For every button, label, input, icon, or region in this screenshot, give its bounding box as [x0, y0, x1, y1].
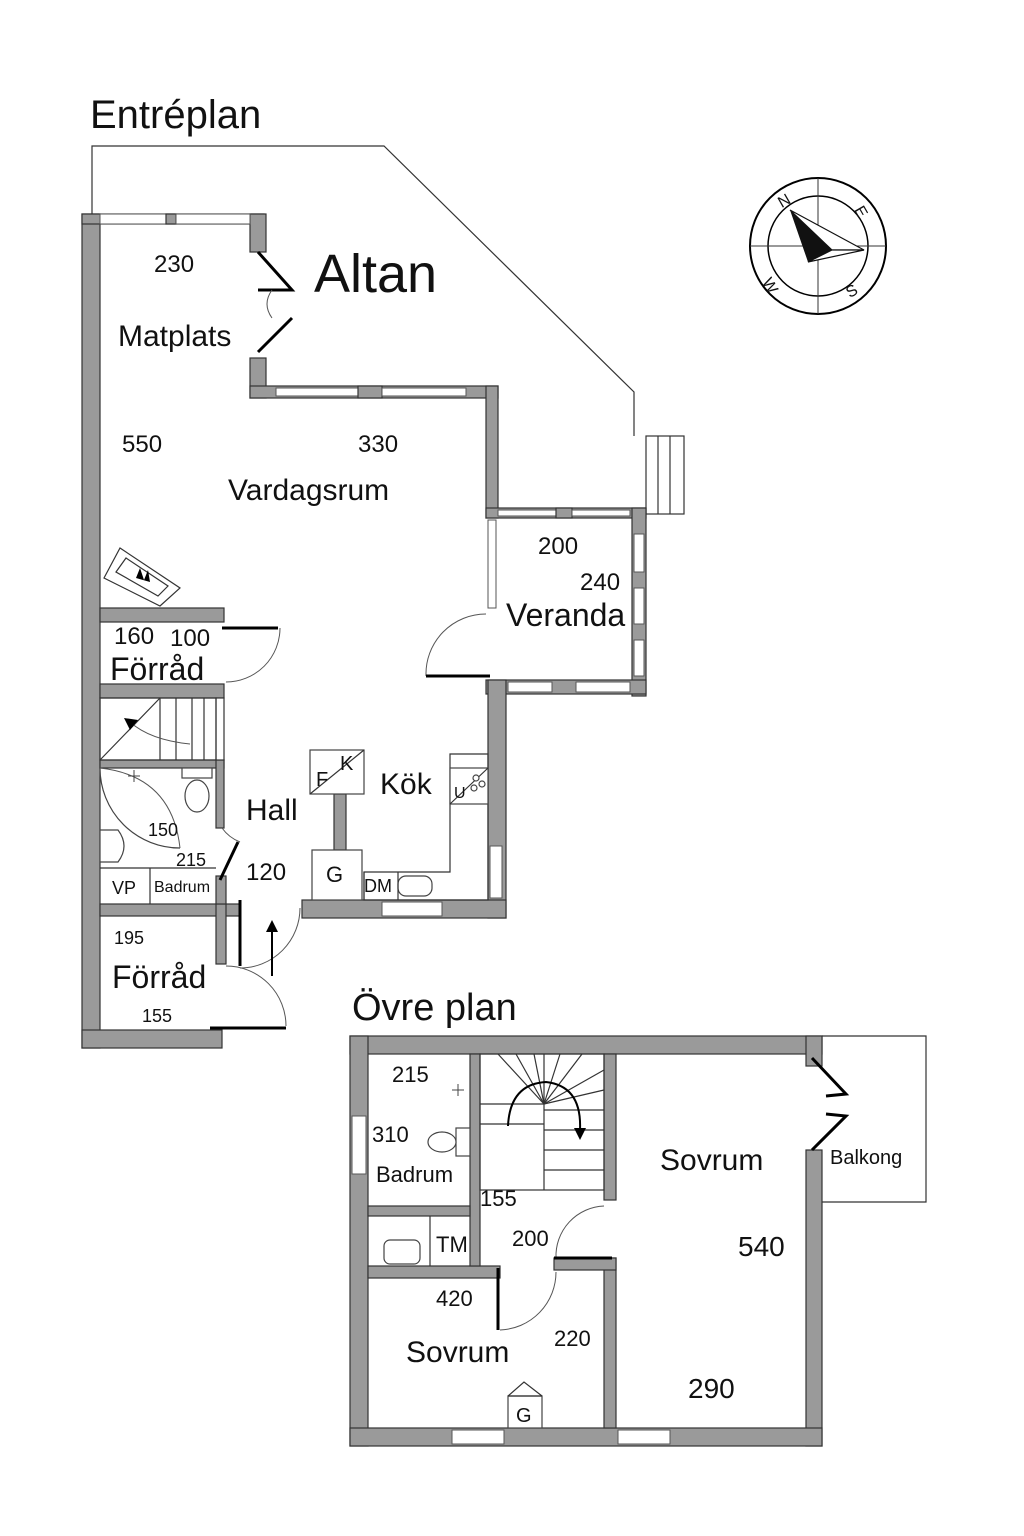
- kitchen-fixtures: [309, 749, 489, 901]
- fireplace-icon: [103, 547, 181, 607]
- dim-dining-width: 230: [154, 251, 194, 278]
- room-bedroom-large: Sovrum: [660, 1144, 763, 1177]
- fixture-dishwasher: DM: [364, 876, 392, 896]
- compass-rose: [749, 177, 887, 315]
- room-bathroom-upper: Badrum: [376, 1162, 453, 1187]
- room-veranda: Veranda: [506, 597, 625, 633]
- room-bathroom-ground: Badrum: [154, 879, 210, 896]
- dim-upper-bath-width: 215: [392, 1062, 429, 1087]
- room-balcony: Balkong: [830, 1147, 902, 1169]
- dim-living-width: 330: [358, 431, 398, 458]
- room-living: Vardagsrum: [228, 474, 389, 507]
- fixture-wardrobe-upper: G: [516, 1405, 532, 1427]
- deck-outline: [91, 145, 635, 436]
- room-storage-top: Förråd: [110, 651, 204, 687]
- dim-storage-bottom-width: 155: [142, 1006, 172, 1026]
- dim-upper-hall-width: 155: [480, 1186, 517, 1211]
- dim-veranda-width: 200: [538, 533, 578, 560]
- labels: Entréplan Övre plan Altan Matplats Varda…: [90, 93, 902, 1427]
- fixture-water-heater: VP: [112, 878, 136, 898]
- compass-south: S: [843, 282, 861, 302]
- dim-bath-depth: 215: [176, 850, 206, 870]
- ground-stairs: [99, 697, 217, 761]
- dim-storage-top-width: 100: [170, 625, 210, 652]
- dim-bath-width: 150: [148, 820, 178, 840]
- fixture-oven: U: [454, 785, 466, 802]
- fixture-wardrobe-ground: G: [326, 862, 343, 887]
- ground-interior-walls: [99, 607, 347, 965]
- compass-west: W: [758, 275, 781, 297]
- upper-stairs: [479, 1053, 605, 1191]
- upper-floor-heading: Övre plan: [352, 987, 517, 1029]
- dim-upper-hall-depth: 200: [512, 1226, 549, 1251]
- dim-bedroom-small-depth: 220: [554, 1326, 591, 1351]
- room-dining: Matplats: [118, 320, 231, 353]
- balcony-door: [810, 1056, 850, 1152]
- dim-veranda-depth: 240: [580, 569, 620, 596]
- deck-stairs: [645, 435, 685, 515]
- dim-bedroom-small-width: 420: [436, 1286, 473, 1311]
- fixture-dryer: TM: [436, 1232, 468, 1257]
- patio-door: [256, 250, 296, 354]
- room-storage-bottom: Förråd: [112, 959, 206, 995]
- ground-floor-heading: Entréplan: [90, 93, 261, 137]
- dim-storage-top-depth: 160: [114, 623, 154, 650]
- dim-hall-width: 120: [246, 859, 286, 886]
- upper-floor-plan: [349, 1035, 927, 1447]
- fixture-freezer: K: [340, 753, 354, 775]
- room-kitchen: Kök: [380, 768, 433, 801]
- ground-floor-plan: [81, 145, 685, 1049]
- dim-bedroom-large-width: 290: [688, 1373, 735, 1404]
- bath-fixtures-ground: [99, 767, 216, 904]
- balcony-outline: [822, 1035, 927, 1203]
- fixture-fridge: F: [316, 769, 328, 791]
- deck-label: Altan: [314, 244, 437, 304]
- ground-windows: [99, 213, 645, 917]
- room-bedroom-small: Sovrum: [406, 1336, 509, 1369]
- dim-upper-bath-depth: 310: [372, 1122, 409, 1147]
- dim-bedroom-large-depth: 540: [738, 1231, 785, 1262]
- compass-north: N: [775, 191, 794, 212]
- dim-storage-bottom-depth: 195: [114, 928, 144, 948]
- dim-living-depth: 550: [122, 431, 162, 458]
- ground-door-arcs: [210, 613, 490, 1030]
- room-hall: Hall: [246, 794, 298, 827]
